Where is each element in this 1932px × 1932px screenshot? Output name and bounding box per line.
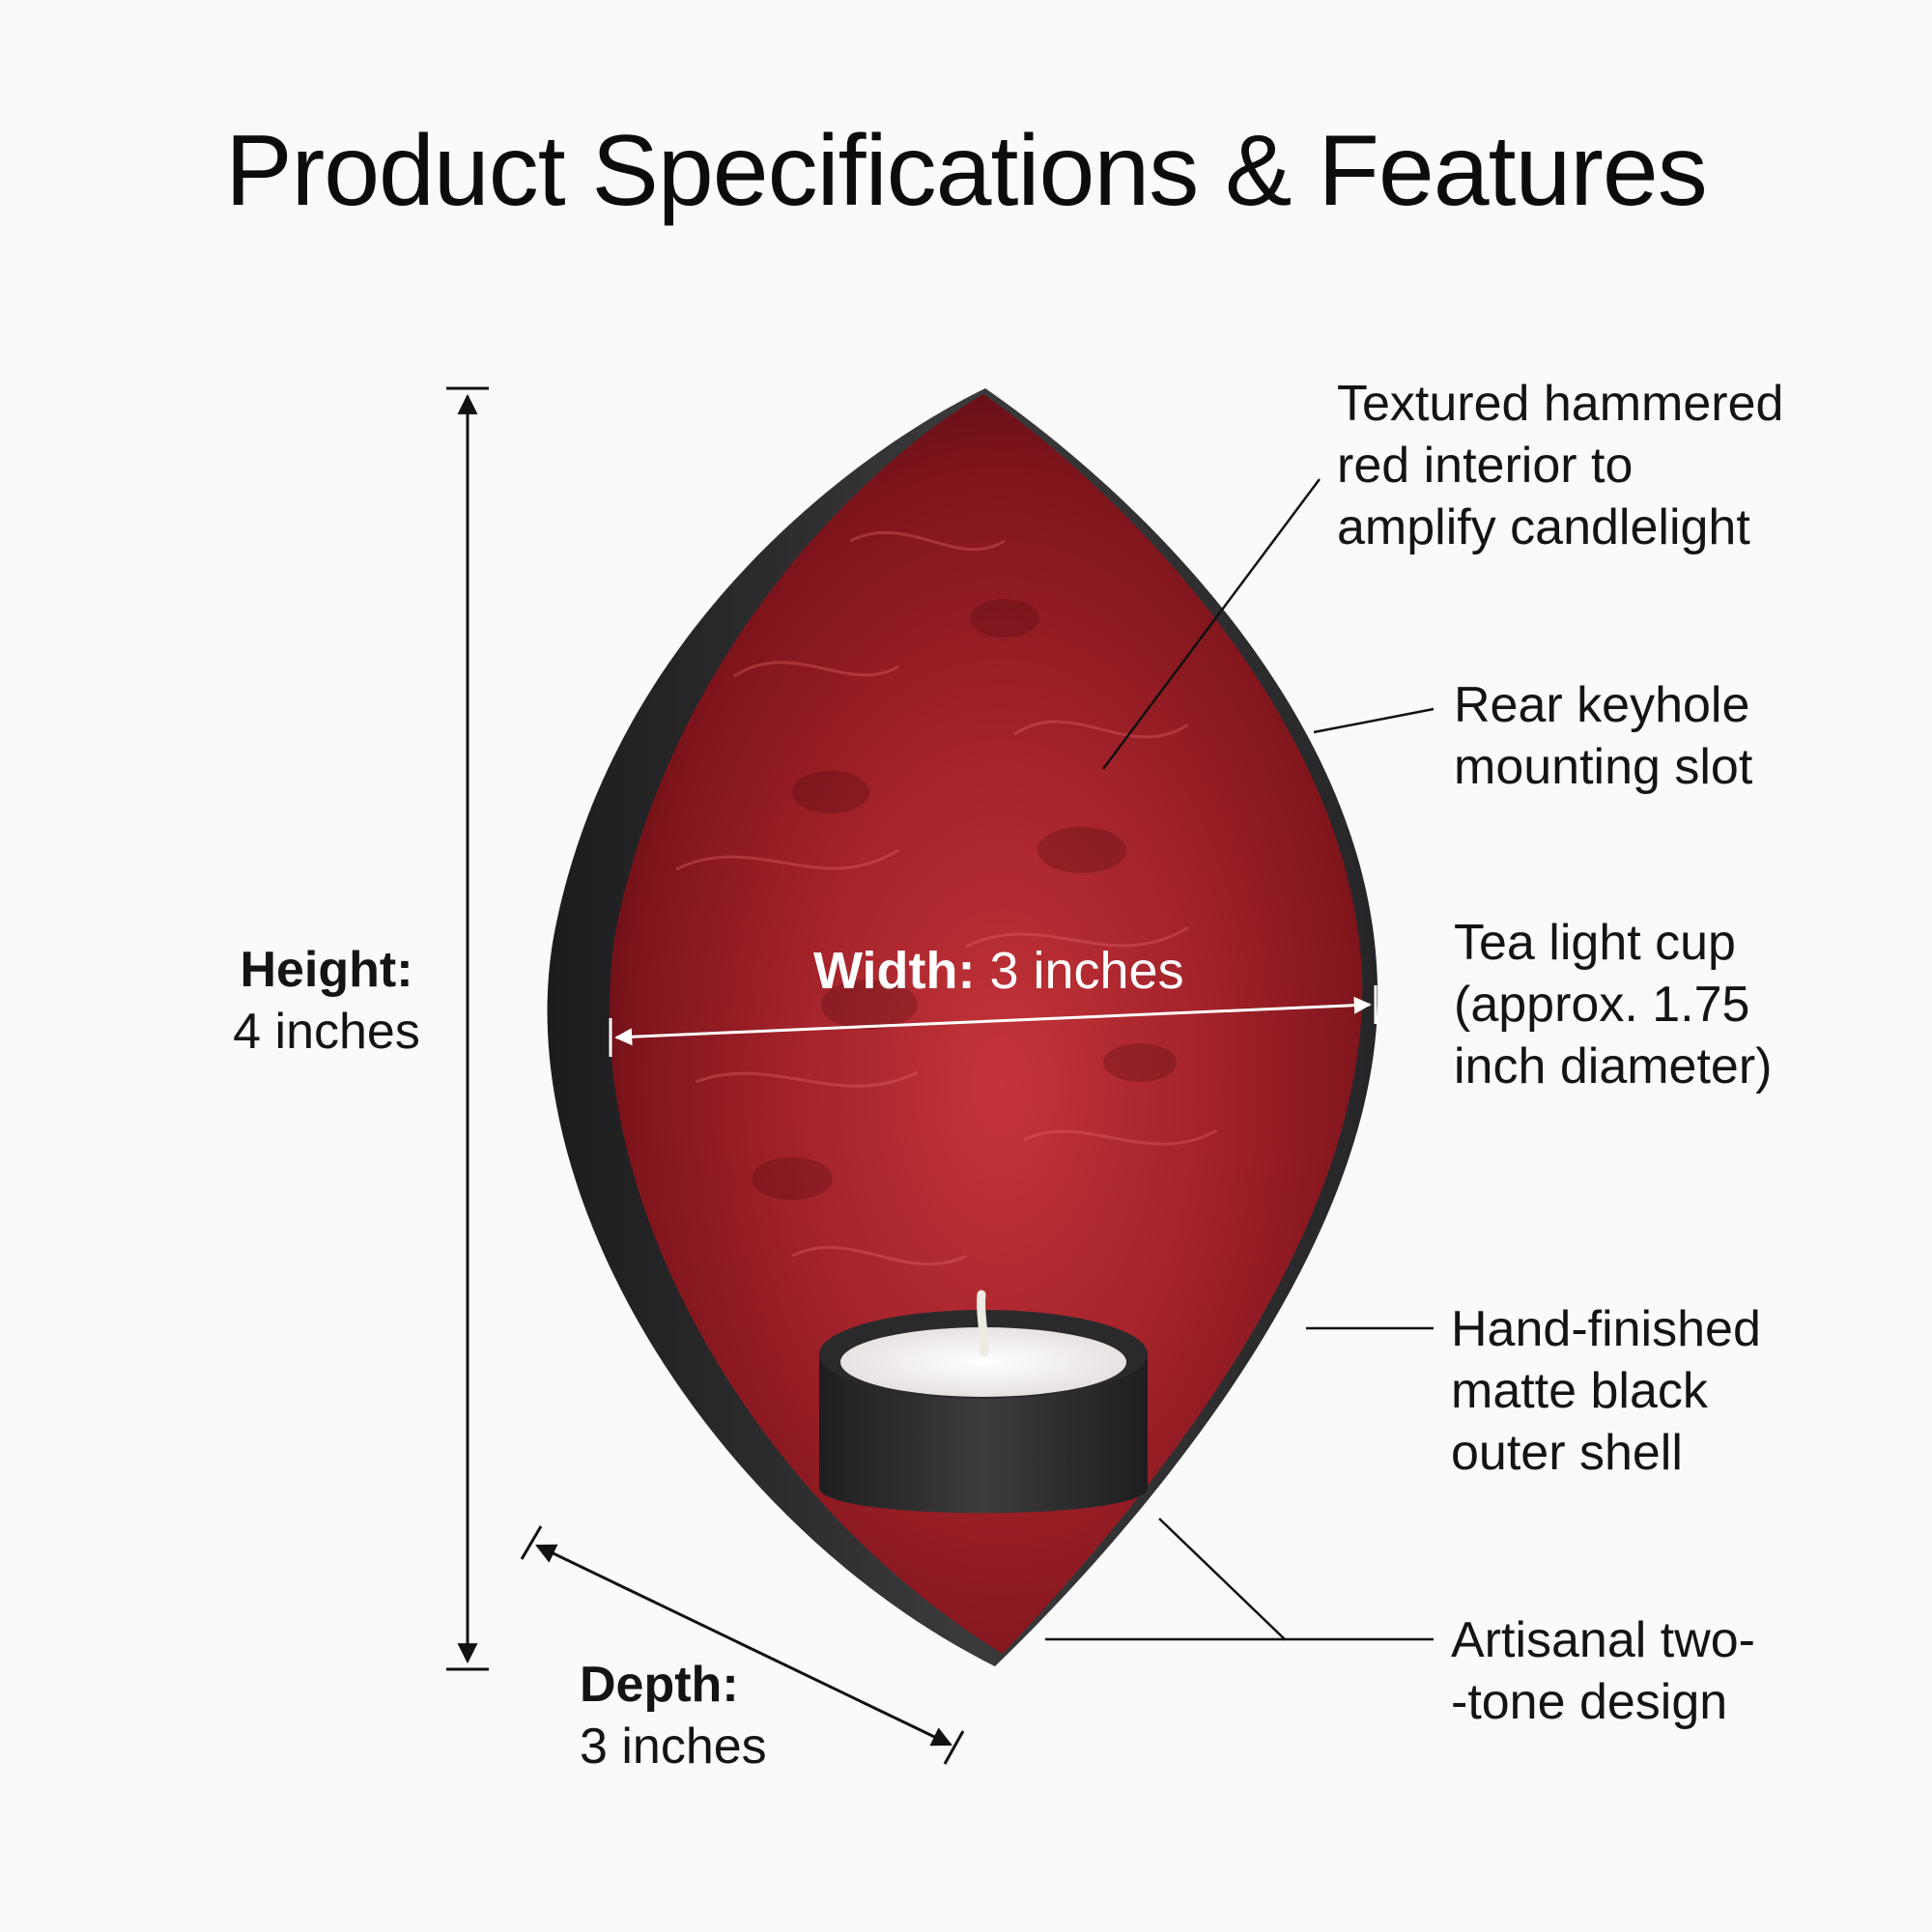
depth-label-value: 3 inches (580, 1719, 767, 1775)
depth-label-title: Depth: (580, 1657, 739, 1713)
leader-design (1158, 1518, 1434, 1641)
leader-interior (1101, 478, 1321, 770)
height-label-value: 4 inches (233, 1004, 420, 1060)
feature-interior: Textured hammered red interior to amplif… (1337, 376, 1784, 555)
width-label: Width: 3 inches (813, 941, 1184, 1001)
page-title: Product Specifications & Features (225, 115, 1708, 227)
feature-outer-shell: Hand-finished matte black outer shell (1451, 1301, 1761, 1481)
depth-label: Depth: 3 inches (580, 1654, 767, 1777)
height-label: Height: 4 inches (220, 939, 433, 1063)
depth-dimension-line (520, 1525, 965, 1765)
tea-light-cup (819, 1354, 1148, 1514)
width-label-value: 3 inches (989, 942, 1184, 1000)
feature-keyhole: Rear keyhole mounting slot (1454, 677, 1753, 795)
height-label-title: Height: (240, 942, 413, 998)
feature-tea-light-cup: Tea light cup (approx. 1.75 inch diamete… (1454, 915, 1773, 1094)
feature-two-tone-design: Artisanal two- -tone design (1451, 1612, 1755, 1730)
width-label-title: Width: (813, 942, 976, 1000)
height-dimension-line (446, 386, 489, 1671)
width-dimension-line (609, 985, 1378, 1057)
tea-light-candle (840, 1327, 1126, 1397)
leader-keyhole (1313, 707, 1435, 734)
candle-wick (977, 1290, 989, 1357)
